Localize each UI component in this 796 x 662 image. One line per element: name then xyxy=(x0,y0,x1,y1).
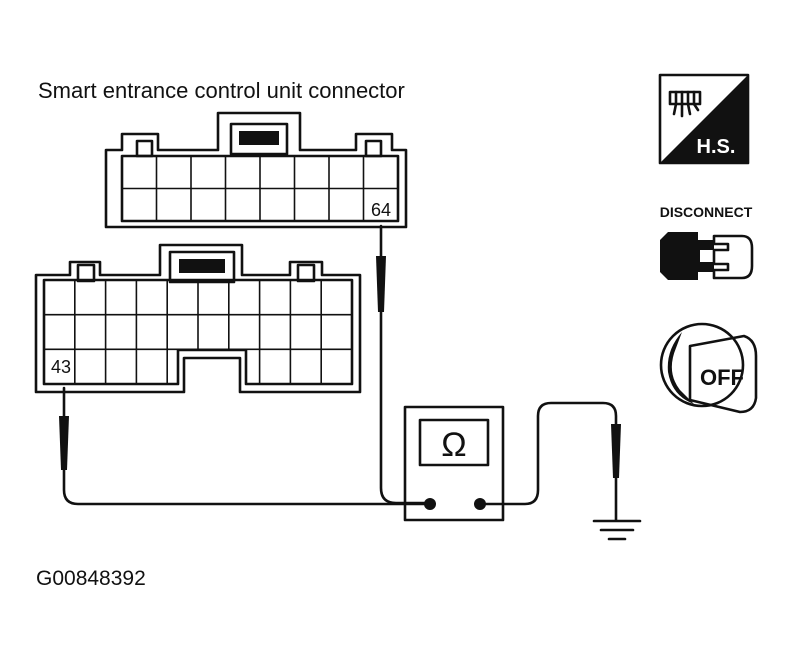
ohmmeter-terminal-right xyxy=(474,498,486,510)
ohmmeter-terminal-left xyxy=(424,498,436,510)
upper-connector-shell xyxy=(104,111,408,229)
connector-glyph-icon xyxy=(668,90,702,118)
lower-connector-pin-grid xyxy=(44,280,352,384)
disconnect-icon: DISCONNECT xyxy=(660,204,754,280)
upper-connector-pin-grid xyxy=(122,156,398,221)
ohmmeter-body xyxy=(403,405,505,522)
lead-43-to-meter xyxy=(62,468,432,506)
disconnect-plug-left xyxy=(660,232,714,280)
ground-probe-body xyxy=(611,424,621,478)
lower-connector-latch-slot xyxy=(179,259,225,273)
lower-connector-face xyxy=(42,278,354,386)
upper-connector: 64 xyxy=(104,111,408,229)
harness-side-icon: H.S. xyxy=(658,73,750,165)
lower-connector-shell xyxy=(34,243,362,394)
harness-side-label: H.S. xyxy=(697,136,736,158)
upper-connector-latch-slot xyxy=(239,131,279,145)
ignition-switch-shadow xyxy=(667,332,694,404)
upper-connector-latch xyxy=(229,122,289,156)
ohm-symbol: Ω xyxy=(441,426,466,464)
lower-connector-latch xyxy=(168,250,236,284)
ground-symbol xyxy=(592,519,642,541)
upper-connector-lock-right xyxy=(364,139,383,158)
ignition-off-label: OFF xyxy=(700,365,744,390)
upper-pin-label: 64 xyxy=(371,200,391,220)
lower-connector: 43 xyxy=(34,243,362,394)
disconnect-label: DISCONNECT xyxy=(660,204,753,220)
lower-pin-label: 43 xyxy=(51,357,71,377)
upper-connector-lock-left xyxy=(135,139,154,158)
ignition-off-icon: OFF xyxy=(659,322,758,414)
lower-connector-lock-left xyxy=(76,263,96,283)
probe-64-body xyxy=(376,256,386,312)
diagram-title: Smart entrance control unit connector xyxy=(38,78,405,103)
disconnect-plug-right xyxy=(712,234,754,280)
harness-side-fill xyxy=(660,75,748,163)
ignition-switch-ring xyxy=(659,322,745,408)
ohmmeter: Ω xyxy=(403,405,505,522)
probe-43-body xyxy=(59,416,69,470)
test-leads xyxy=(59,224,621,522)
ohmmeter-display xyxy=(418,418,490,467)
lower-connector-lock-right xyxy=(296,263,316,283)
ignition-key-head xyxy=(688,334,758,414)
figure-id: G00848392 xyxy=(36,567,146,590)
lead-meter-to-ground xyxy=(478,401,618,506)
